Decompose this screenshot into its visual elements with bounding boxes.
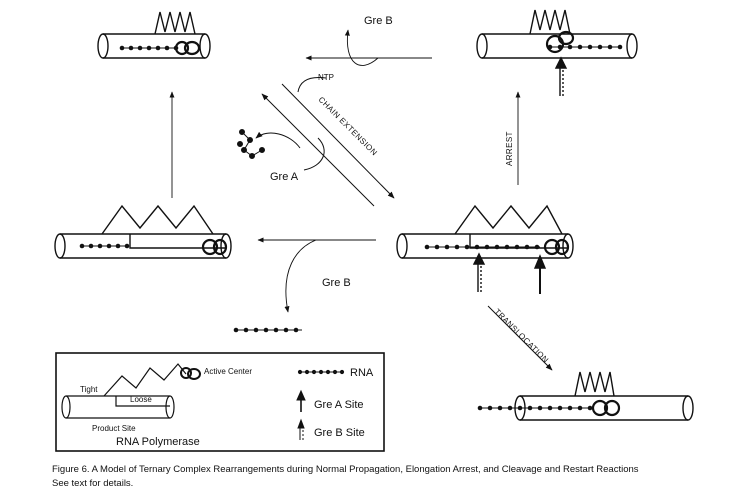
arrow-mid-left [257, 237, 376, 313]
caption-line-1: Figure 6. A Model of Ternary Complex Rea… [52, 464, 639, 475]
clamp-zigzag [454, 204, 563, 235]
cleaved-fragment-small [237, 129, 265, 159]
arrow-top-left [305, 29, 432, 66]
clamp-zigzag [529, 9, 571, 35]
legend-rna-polymerase: RNA Polymerase [116, 436, 200, 448]
legend-polymerase [61, 363, 201, 419]
figure-caption: Figure 6. A Model of Ternary Complex Rea… [52, 463, 722, 491]
complex-mid-left [54, 204, 232, 259]
legend-gre-a-arrow [296, 389, 306, 412]
rna-strand [119, 45, 179, 51]
translocation-label: TRANSLOCATION [493, 307, 551, 365]
caption-line-2: See text for details. [52, 478, 134, 489]
gre-b-release-mid [284, 239, 317, 313]
rna-strand [477, 405, 593, 411]
cleavage-arrow [255, 131, 301, 149]
legend-gre-b-site: Gre B Site [314, 427, 365, 439]
arrow-chain-extension [255, 77, 395, 207]
chain-extension-label: CHAIN EXTENSION [317, 95, 379, 157]
ntp-label: NTP [318, 73, 334, 82]
clamp-zigzag [154, 11, 196, 35]
legend-product-site: Product Site [92, 424, 136, 433]
active-center [545, 30, 575, 54]
gre-b-site-arrow [472, 252, 486, 292]
gre-a-arrow [303, 137, 325, 171]
active-center [543, 238, 570, 256]
complex-bottom-right [477, 371, 694, 421]
clamp-zigzag [103, 363, 187, 397]
active-center [180, 367, 201, 380]
gre-b-label-mid: Gre B [322, 277, 351, 289]
gre-b-site-arrow [554, 56, 568, 96]
legend-box: Active Center Tight Loose Product Site R… [55, 352, 385, 452]
rna-strand [79, 243, 130, 249]
arrow-translocation [487, 305, 553, 371]
rna-strand [547, 44, 623, 50]
legend-tight: Tight [80, 385, 98, 394]
complex-mid-right [396, 204, 574, 294]
arrest-label: ARREST [505, 131, 514, 166]
legend-active-center: Active Center [204, 367, 252, 376]
active-center [201, 238, 228, 256]
rna-strand [424, 244, 540, 250]
clamp-zigzag [101, 204, 214, 235]
gre-a-label: Gre A [270, 171, 299, 183]
complex-top-left [97, 11, 211, 59]
legend-rna-sample [297, 369, 345, 375]
active-center [174, 40, 201, 56]
legend-gre-a-site: Gre A Site [314, 399, 364, 411]
gre-b-release-top [344, 29, 379, 66]
active-center [591, 399, 621, 417]
legend-rna: RNA [350, 367, 374, 379]
gre-a-site-arrow [533, 254, 547, 294]
ntp-arrow [297, 77, 327, 93]
gre-b-label-top: Gre B [364, 15, 393, 27]
legend-loose: Loose [130, 395, 152, 404]
legend-gre-b-arrow [297, 418, 305, 440]
cleaved-fragment-long [233, 327, 302, 333]
clamp-zigzag [574, 371, 615, 397]
complex-top-right [476, 9, 638, 96]
